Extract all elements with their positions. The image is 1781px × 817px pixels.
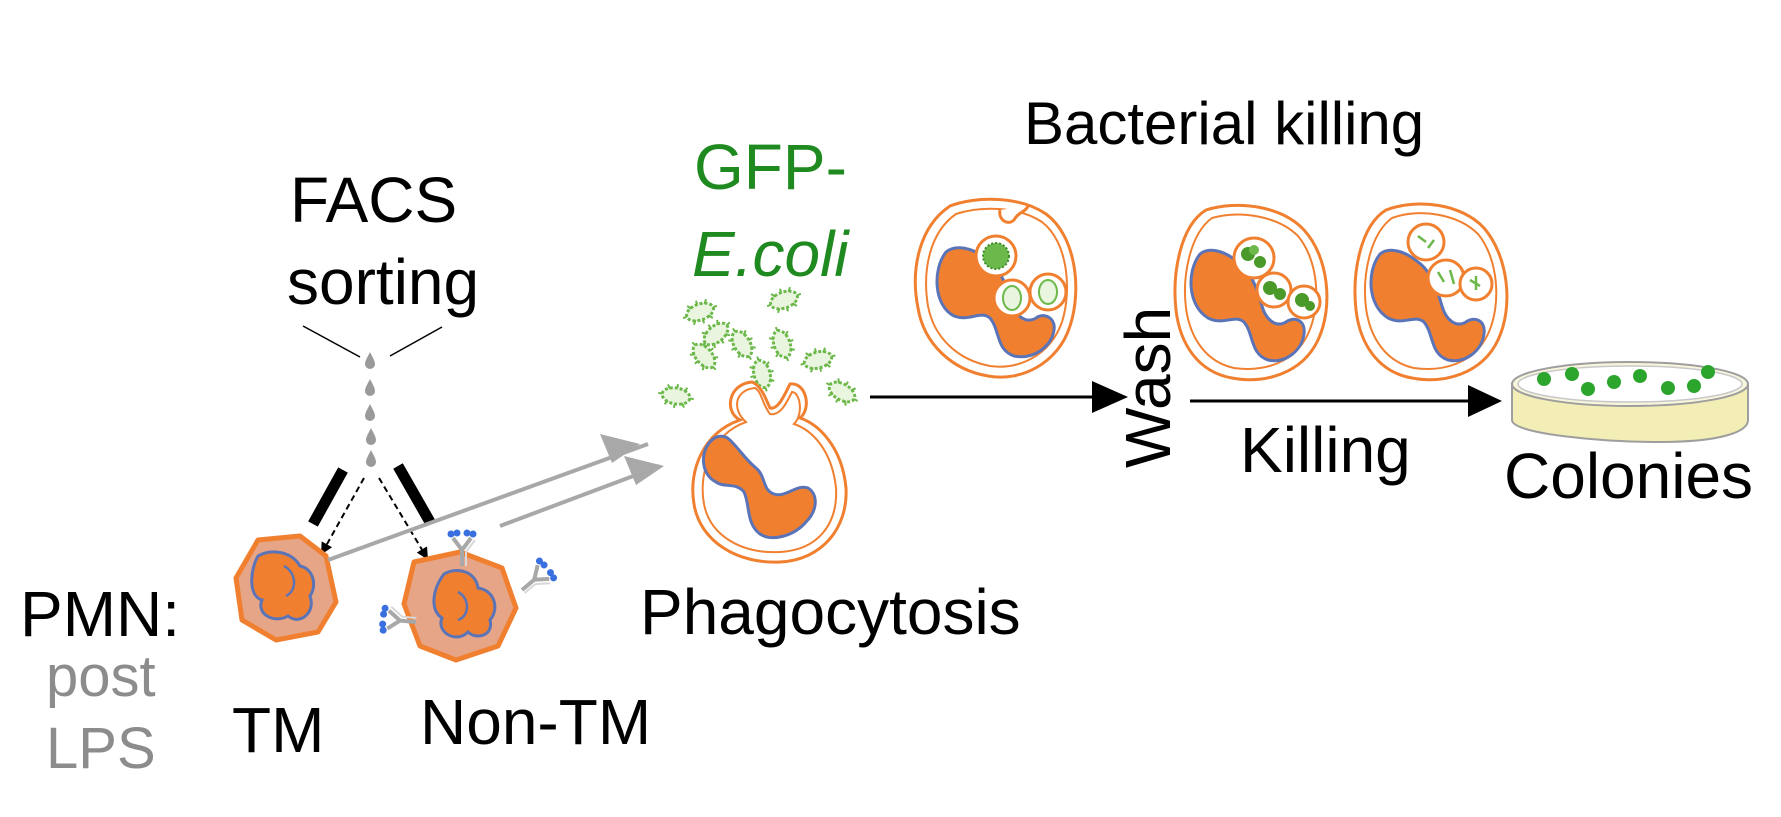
- tm-neutrophil-icon: [233, 533, 339, 643]
- colony-dot: [1607, 375, 1621, 389]
- gfp-label-line1: GFP-: [694, 131, 847, 203]
- colony-dot: [1565, 367, 1579, 381]
- phagocytosing-neutrophil-icon: [691, 380, 848, 564]
- transfer-arrow-upper: [327, 442, 649, 562]
- deflection-plate-left: [308, 467, 348, 527]
- facs-pointer-line-right: [389, 326, 443, 357]
- transfer-arrow-upper-head: [600, 434, 640, 463]
- wash-label: Wash: [1112, 306, 1184, 468]
- facs-label-line1: FACS: [290, 164, 458, 236]
- killing-arrow-head: [1468, 385, 1502, 417]
- killing-neutrophil-icon-1: [913, 197, 1078, 379]
- droplet-icon: [366, 428, 376, 445]
- colony-dot: [1687, 379, 1701, 393]
- bacterium-icon: [721, 320, 763, 368]
- killing-label: Killing: [1240, 414, 1411, 486]
- droplet-icon: [365, 379, 375, 396]
- bacterium-icon: [796, 342, 840, 378]
- bacterium-icon: [654, 379, 698, 413]
- droplet-icon: [365, 404, 375, 421]
- facs-label-line2: sorting: [287, 246, 480, 318]
- colony-dot: [1701, 365, 1715, 379]
- colony-dot: [1633, 369, 1647, 383]
- petri-dish-icon: [1511, 361, 1749, 444]
- droplet-icon: [366, 450, 376, 467]
- transfer-arrow-lower-head: [624, 456, 664, 485]
- colonies-label: Colonies: [1504, 440, 1754, 512]
- deflection-plate-right: [393, 463, 435, 525]
- colony-dot: [1537, 372, 1551, 386]
- non-tm-neutrophil-icon: [401, 549, 519, 663]
- non-tm-label: Non-TM: [420, 686, 652, 758]
- colony-dot: [1661, 381, 1675, 395]
- bacterial-killing-label: Bacterial killing: [1024, 90, 1425, 157]
- bacterium-icon: [763, 321, 801, 367]
- bacterium-icon: [818, 371, 866, 413]
- antibody-icon: [510, 553, 562, 604]
- tm-label: TM: [232, 694, 325, 766]
- facs-pointer-line-left: [302, 325, 361, 358]
- sort-arrow-non-tm: [378, 477, 429, 560]
- gfp-label-line2: E.coli: [692, 218, 849, 290]
- pmn-label: PMN:: [20, 578, 180, 650]
- droplet-icon: [365, 352, 375, 369]
- lps-label: LPS: [46, 716, 156, 781]
- killing-neutrophil-icon-3: [1353, 202, 1509, 382]
- killing-neutrophil-icon-2: [1173, 203, 1329, 382]
- colony-dot: [1581, 382, 1595, 396]
- post-label: post: [46, 644, 156, 709]
- phagocytosis-label: Phagocytosis: [640, 576, 1021, 648]
- to-wash-arrow-head: [1092, 381, 1128, 413]
- sort-arrow-tm: [321, 477, 365, 555]
